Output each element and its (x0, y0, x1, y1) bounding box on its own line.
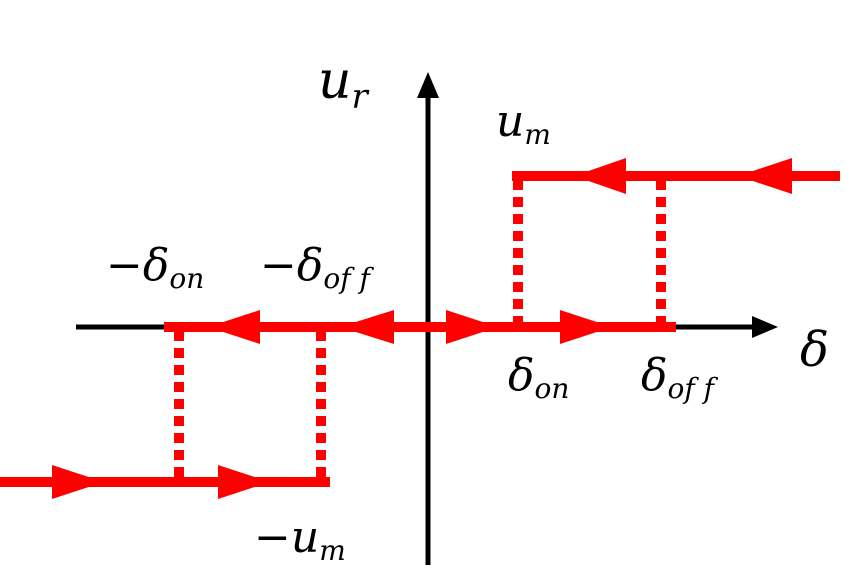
label-u-m: um (496, 96, 551, 151)
hysteresis-curve (0, 158, 840, 499)
label-delta-on: δon (508, 350, 569, 405)
arrow-middle-left-1 (208, 310, 260, 344)
arrow-upper-left (574, 158, 626, 194)
arrow-lower-right (218, 465, 270, 499)
label-neg-delta-on: −δon (106, 240, 204, 295)
label-neg-delta-off: −δof f (260, 240, 374, 295)
arrow-middle-left-2 (340, 310, 394, 344)
x-axis-label: δ (800, 322, 829, 378)
label-neg-u-m: −um (254, 512, 346, 567)
arrow-upper-right (738, 158, 792, 194)
arrow-middle-right-1 (446, 310, 498, 344)
axes (76, 72, 778, 565)
labels: ur δ um −um δon δof f −δon −δof f (106, 51, 829, 567)
x-axis-arrowhead (752, 316, 778, 338)
label-delta-off: δof f (641, 350, 719, 405)
arrow-lower-left (52, 465, 104, 499)
arrow-middle-right-2 (560, 310, 612, 344)
y-axis-label: ur (318, 51, 370, 117)
y-axis-arrowhead (417, 72, 439, 98)
